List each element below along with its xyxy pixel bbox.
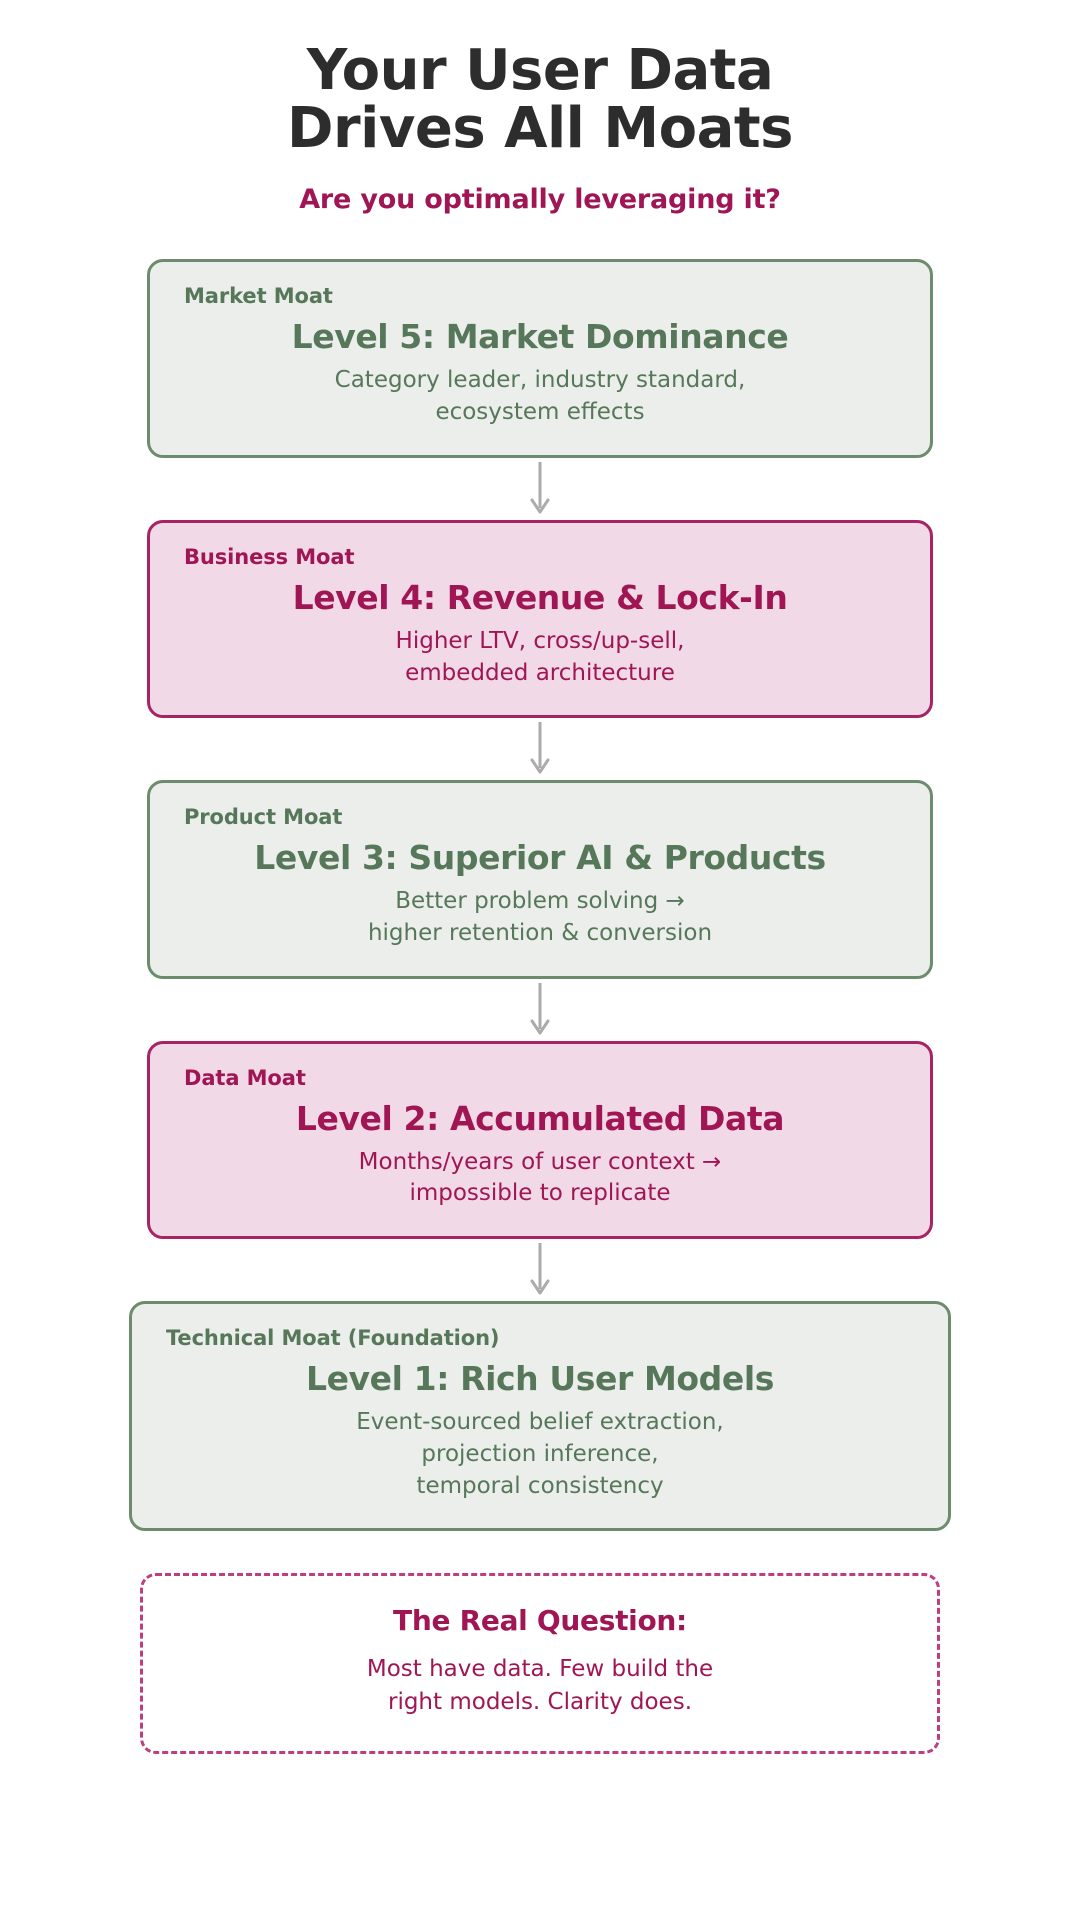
page-header: Your User Data Drives All Moats Are you … <box>0 0 1080 215</box>
connector-arrow-2 <box>0 718 1080 780</box>
connector-arrow-1 <box>0 458 1080 520</box>
moat-card-tag: Data Moat <box>184 1065 306 1090</box>
moat-card-tag: Product Moat <box>184 805 343 830</box>
moat-card-description: Better problem solving → higher retentio… <box>367 888 713 946</box>
moat-card-title: Level 4: Revenue & Lock-In <box>292 577 788 617</box>
moat-card-description: Category leader, industry standard, ecos… <box>334 367 746 426</box>
moat-card-technical[interactable]: Technical Moat (Foundation) Level 1: Ric… <box>129 1301 951 1532</box>
moat-card-tag: Business Moat <box>184 544 355 569</box>
moat-card-description: Higher LTV, cross/up-sell, embedded arch… <box>395 627 685 686</box>
moat-card-title: Level 1: Rich User Models <box>305 1359 775 1399</box>
moat-card-tag: Technical Moat (Foundation) <box>166 1326 500 1351</box>
moat-card-description: Event-sourced belief extraction, project… <box>356 1409 724 1499</box>
moat-level-stack: Market Moat Level 5: Market Dominance Ca… <box>0 259 1080 1532</box>
moat-card-data[interactable]: Data Moat Level 2: Accumulated Data Mont… <box>147 1040 933 1240</box>
moat-card-business[interactable]: Business Moat Level 4: Revenue & Lock-In… <box>147 519 933 719</box>
moat-card-tag: Market Moat <box>184 284 333 309</box>
moat-card-product[interactable]: Product Moat Level 3: Superior AI & Prod… <box>147 780 933 979</box>
moat-card-description: Months/years of user context → impossibl… <box>358 1148 722 1207</box>
moat-card-market[interactable]: Market Moat Level 5: Market Dominance Ca… <box>147 259 933 458</box>
page-title: Your User Data Drives All Moats <box>287 38 793 162</box>
real-question-body: Most have data. Few build the right mode… <box>366 1656 714 1715</box>
page-subtitle: Are you optimally leveraging it? <box>299 184 781 216</box>
connector-arrow-4 <box>0 1239 1080 1301</box>
connector-arrow-3 <box>0 979 1080 1041</box>
moat-card-title: Level 3: Superior AI & Products <box>254 838 826 878</box>
real-question-box: The Real Question: Most have data. Few b… <box>140 1573 940 1754</box>
moat-card-title: Level 5: Market Dominance <box>291 317 789 357</box>
real-question-title: The Real Question: <box>393 1604 687 1638</box>
moat-card-title: Level 2: Accumulated Data <box>295 1098 785 1138</box>
